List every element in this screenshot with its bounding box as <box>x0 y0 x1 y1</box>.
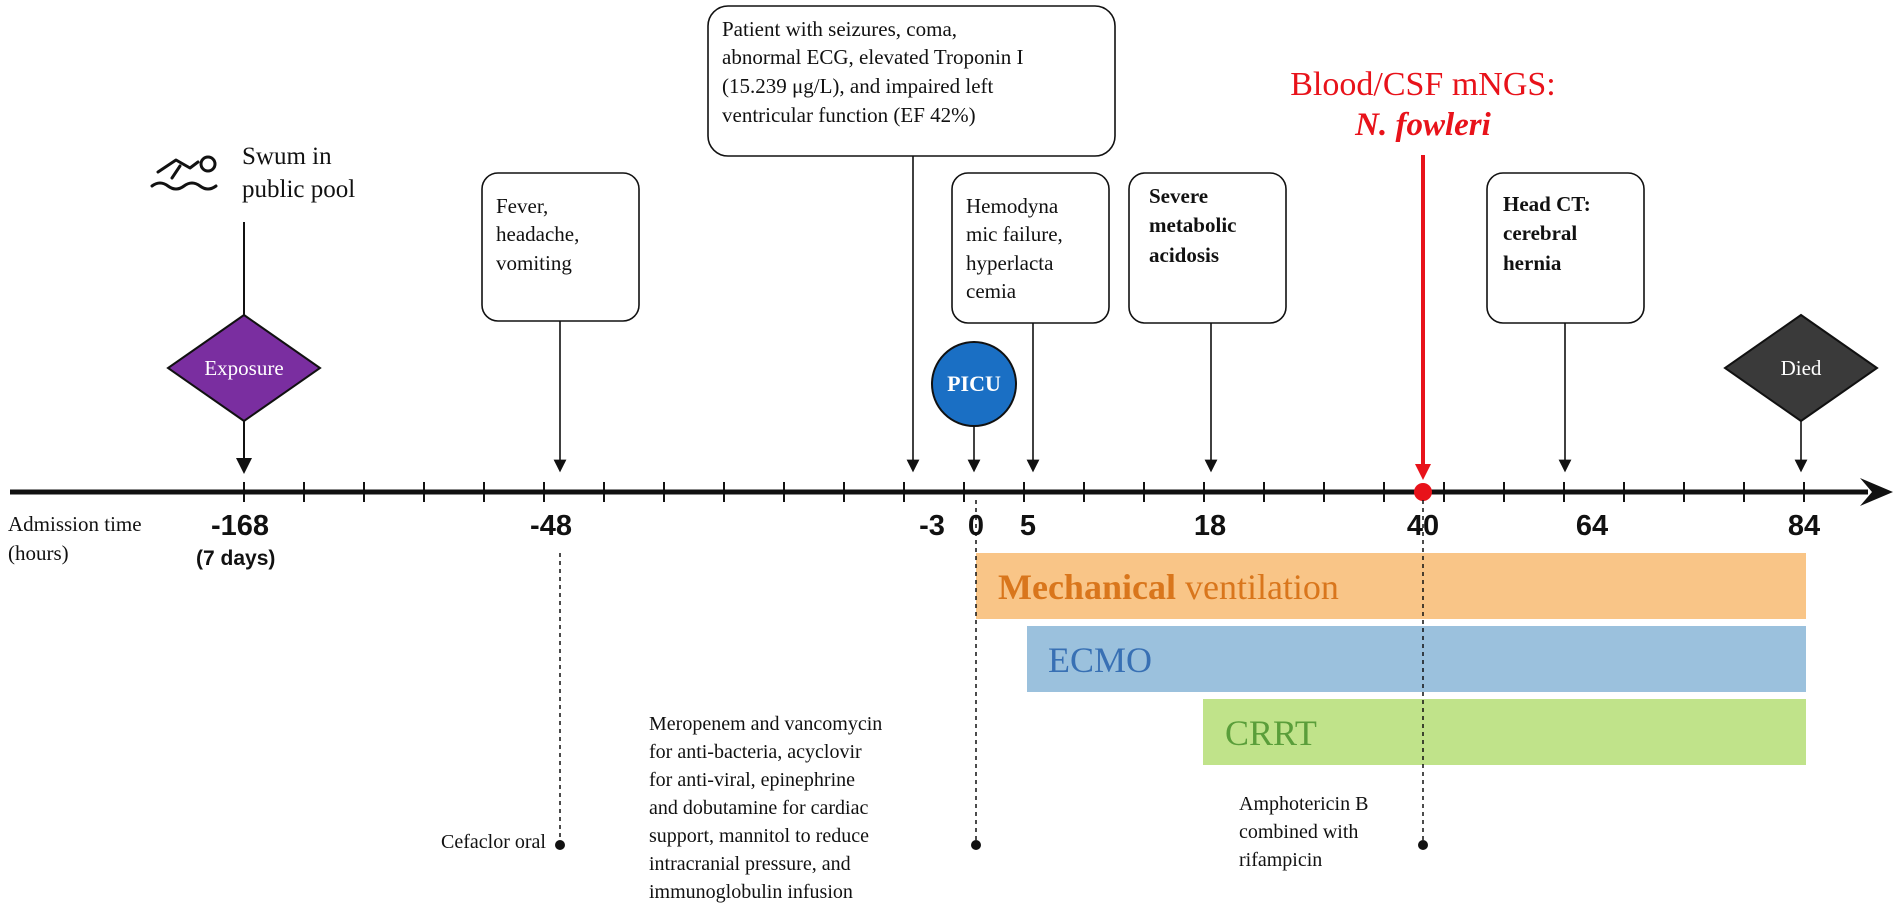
diagnosis: Blood/CSF mNGS: N. fowleri <box>1290 66 1556 480</box>
therapy-mechanical-bar <box>976 553 1806 619</box>
tick-label-p64: 64 <box>1576 510 1608 542</box>
treatment-cefaclor: Cefaclor oral <box>441 831 546 853</box>
treatment-admission: Meropenem and vancomycin for anti-bacter… <box>649 713 887 903</box>
event-hemodynamic-box <box>951 172 1110 324</box>
axis-label: Admission time (hours) <box>8 512 147 565</box>
tick-label-p84: 84 <box>1788 510 1820 542</box>
diagnosis-dot <box>1414 483 1432 501</box>
therapy-crrt: CRRT <box>1203 699 1806 765</box>
tick-label-m3: -3 <box>919 510 945 542</box>
died-label: Died <box>1781 356 1822 380</box>
event-metabolic-text: Severe metabolic acidosis <box>1149 184 1242 267</box>
tick-label-m168: -168 <box>211 510 269 542</box>
exposure-note: Swum in public pool <box>242 143 355 203</box>
axis-tick-labels: -168 -48 -3 0 5 18 40 64 84 <box>211 510 1820 542</box>
event-metabolic: Severe metabolic acidosis <box>1128 172 1287 473</box>
exposure-diamond: Exposure <box>166 313 322 423</box>
therapy-ecmo-label: ECMO <box>1048 640 1152 680</box>
event-hemodynamic-text: Hemodyna mic failure, hyperlacta cemia <box>966 194 1068 303</box>
died-marker: Died <box>1723 313 1879 473</box>
event-fever-text: Fever, headache, vomiting <box>496 194 585 275</box>
event-seizures: Patient with seizures, coma, abnormal EC… <box>707 5 1116 473</box>
event-seizures-text: Patient with seizures, coma, abnormal EC… <box>722 17 1029 127</box>
timeline-minor-ticks <box>243 482 1805 502</box>
diagnosis-line2: N. fowleri <box>1354 107 1491 143</box>
therapy-crrt-bar <box>1203 699 1806 765</box>
tick-label-m48: -48 <box>530 510 572 542</box>
therapy-mechanical-label: Mechanical ventilation <box>998 567 1339 607</box>
event-hemodynamic: Hemodyna mic failure, hyperlacta cemia <box>951 172 1110 473</box>
event-metabolic-box <box>1128 172 1287 324</box>
therapy-mechanical-ventilation: Mechanical ventilation <box>976 553 1806 619</box>
diagnosis-line1: Blood/CSF mNGS: <box>1290 66 1555 103</box>
therapy-ecmo-bar <box>1027 626 1806 692</box>
timeline-axis-arrowhead <box>1860 478 1893 506</box>
admission-dot <box>971 840 981 850</box>
tick-sublabel: (7 days) <box>196 547 275 570</box>
picu-label: PICU <box>947 371 1001 396</box>
swimmer-icon <box>150 155 218 191</box>
treatment-amphotericin: Amphotericin B combined with rifampicin <box>1239 793 1373 871</box>
tick-label-p5: 5 <box>1020 510 1036 542</box>
event-seizures-box <box>707 5 1116 157</box>
picu-marker: PICU <box>931 341 1017 473</box>
cefaclor-dot <box>555 840 565 850</box>
diagnosis-arrow-head <box>1415 464 1431 480</box>
event-head-ct: Head CT: cerebral hernia <box>1486 172 1645 473</box>
event-head-ct-text: Head CT: cerebral hernia <box>1503 192 1596 275</box>
tick-label-p18: 18 <box>1194 510 1226 542</box>
exposure-label: Exposure <box>204 356 283 380</box>
therapy-crrt-label: CRRT <box>1225 713 1317 753</box>
amphotericin-dot <box>1418 840 1428 850</box>
therapy-ecmo: ECMO <box>1027 626 1806 692</box>
event-fever: Fever, headache, vomiting <box>481 172 640 473</box>
